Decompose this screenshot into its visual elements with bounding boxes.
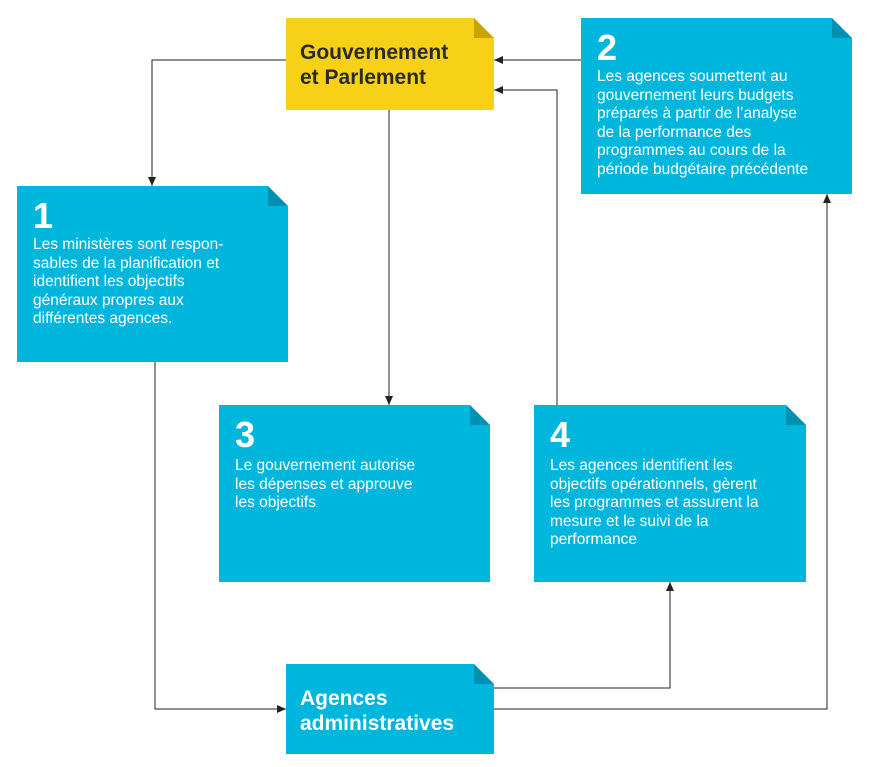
government-title: Gouvernement et Parlement [300,41,449,89]
step1-text: Les ministères sont respon- sables de la… [33,236,224,327]
step1-number: 1 [33,195,54,236]
agencies-box: Agences administratives [286,664,494,754]
step3-number: 3 [235,414,256,455]
arrow-step1-to-agencies [154,362,286,713]
arrow-agencies-to-step2 [494,194,831,710]
agencies-title: Agences administratives [300,687,455,735]
step1-box: 1 Les ministères sont respon- sables de … [17,186,288,362]
step2-box: 2 Les agences soumettent au gouvernement… [581,18,852,194]
step4-number: 4 [550,414,571,455]
government-box: Gouvernement et Parlement [286,18,494,110]
step3-box: 3 Le gouvernement autorise les dépenses … [219,405,490,582]
step4-box: 4 Les agences identifient les objectifs … [534,405,806,582]
step4-text: Les agences identifient les objectifs op… [550,457,759,548]
arrow-government-to-step1 [148,59,286,186]
step2-text: Les agences soumettent au gouvernement l… [597,68,809,178]
step2-number: 2 [597,27,618,68]
step3-text: Le gouvernement autorise les dépenses et… [235,457,416,511]
arrow-step4-to-government [494,86,558,405]
arrow-agencies-to-step4 [494,582,674,689]
